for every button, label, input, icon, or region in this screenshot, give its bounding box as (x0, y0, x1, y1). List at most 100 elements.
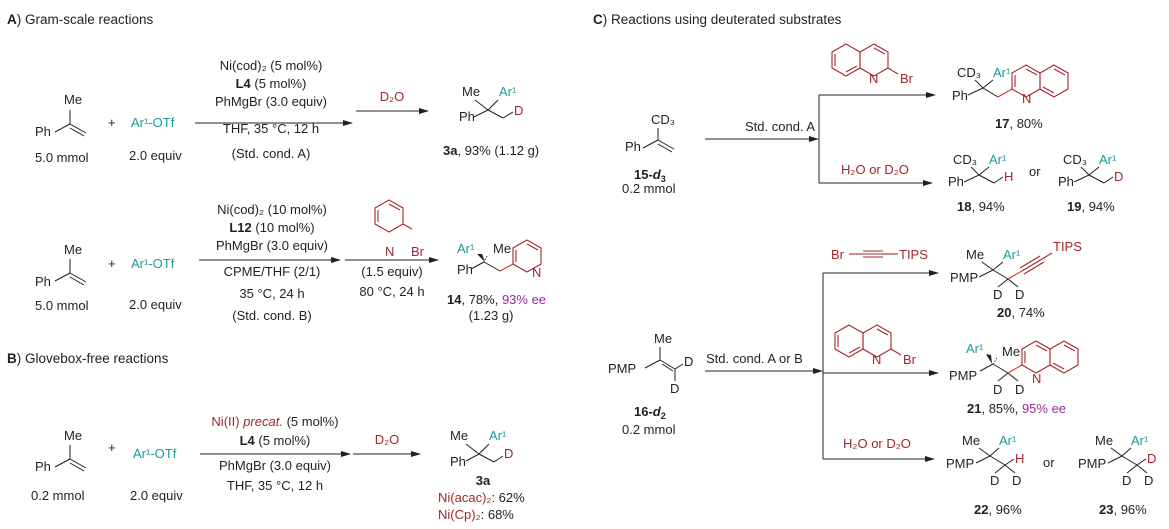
condition-catalyst: Ni(cod)₂ (5 mol%) (220, 58, 323, 73)
condition-grignard: PhMgBr (3.0 equiv) (215, 94, 327, 109)
substrate-amount: 0.2 mmol (31, 488, 85, 503)
condition-label: (Std. cond. B) (232, 308, 311, 323)
deuterium-label: D (993, 287, 1002, 302)
substituent-me: Me (462, 84, 480, 99)
panel-c-title: C) Reactions using deuterated substrates (593, 12, 842, 27)
deuterium-label: D (990, 473, 999, 488)
condition-label: Std. cond. A (745, 119, 815, 134)
substituent-ph: Ph (1058, 174, 1074, 189)
product-3a-b: Me Ar¹ Ph D 3a Ni(acac)₂: 62% Ni(Cp)₂: 6… (438, 428, 525, 522)
nitrogen-label: N (385, 244, 394, 259)
deuterium-label: D (670, 381, 679, 396)
panel-b-title: B) Glovebox-free reactions (7, 351, 169, 366)
substituent-cd3: CD₃ (953, 152, 977, 167)
product-label: 21, 85%, 95% ee (967, 401, 1066, 416)
reagent-amount: 2.0 equiv (129, 297, 182, 312)
deuterium-label: D (504, 446, 513, 461)
substituent-pmp: PMP (608, 361, 636, 376)
condition-ligand: L12 (10 mol%) (229, 220, 314, 235)
substituent-me: Me (1002, 344, 1020, 359)
nitrogen-label: N (869, 71, 878, 86)
substituent-me: Me (966, 247, 984, 262)
substituent-ar: Ar¹ (499, 84, 517, 99)
deuterium-label: D (1015, 382, 1024, 397)
condition-precatalyst: Ni(II) precat. (5 mol%) (211, 414, 338, 429)
product-label: 19, 94% (1067, 199, 1115, 214)
substrate-16-d2: Me PMP D D 16-d2 0.2 mmol (608, 331, 693, 437)
substituent-ar: Ar¹ (1131, 433, 1149, 448)
deuterium-label: D (993, 382, 1002, 397)
product-label: 18, 94% (957, 199, 1005, 214)
yield-ni-acac: Ni(acac)₂: 62% (438, 490, 525, 505)
substrate-alpha-methylstyrene-3: Me Ph 0.2 mmol (31, 428, 87, 503)
deuterium-label: D (1015, 287, 1024, 302)
substituent-ph: Ph (450, 454, 466, 469)
substituent-ar: Ar¹ (1099, 152, 1117, 167)
product-21: Ar¹ Me N PMP D D 21, 85%, 95% ee (949, 340, 1079, 416)
product-20: Me Ar¹ TIPS PMP D D 20, 74% (950, 239, 1082, 320)
substituent-ph: Ph (457, 262, 473, 277)
substituent-ph: Ph (459, 109, 475, 124)
deuterium-label: D (684, 354, 693, 369)
electrophile-2-bromoquinoline: N Br (831, 43, 914, 86)
yield-ni-cp: Ni(Cp)₂: 68% (438, 507, 514, 522)
electrophile-2-bromopyridine: N Br (374, 199, 425, 259)
condition-grignard: PhMgBr (3.0 equiv) (219, 458, 331, 473)
or-label: or (1029, 164, 1041, 179)
substituent-ar: Ar¹ (457, 241, 475, 256)
reagent-aryl-triflate: Ar¹-OTf (131, 115, 175, 130)
product-label: 23, 96% (1099, 502, 1147, 517)
substituent-me: Me (450, 428, 468, 443)
product-14: Ar¹ Me Ph N 14, 78%, 93% ee (1.23 g) (447, 239, 546, 323)
substrate-id: 15-d3 (634, 167, 666, 184)
plus-sign: + (108, 256, 116, 271)
substituent-ph: Ph (952, 88, 968, 103)
product-17: CD₃ Ar¹ Ph N 17, 80% (952, 64, 1069, 131)
substrate-id: 16-d2 (634, 404, 666, 421)
bromine-label: Br (900, 71, 914, 86)
condition-solvent: CPME/THF (2/1) (224, 264, 321, 279)
reagent-aryl-triflate: Ar¹-OTf (133, 446, 177, 461)
product-3a: Me Ar¹ Ph D 3a, 93% (1.12 g) (443, 84, 539, 158)
condition-label: Std. cond. A or B (706, 351, 803, 366)
hydrogen-label: H (1015, 451, 1024, 466)
substituent-cd3: CD₃ (1063, 152, 1087, 167)
substituent-cd3: CD₃ (651, 112, 675, 127)
substituent-pmp: PMP (949, 368, 977, 383)
substituent-ar: Ar¹ (489, 428, 507, 443)
bromine-label: Br (411, 244, 425, 259)
product-18: CD₃ Ar¹ Ph H 18, 94% (948, 152, 1013, 214)
product-label: 17, 80% (995, 116, 1043, 131)
nitrogen-label: N (1032, 371, 1041, 386)
deuterium-label: D (514, 103, 523, 118)
substituent-pmp: PMP (946, 456, 974, 471)
bromine-label: Br (903, 352, 917, 367)
conditions-glovebox-free: Ni(II) precat. (5 mol%) L4 (5 mol%) PhMg… (211, 414, 338, 493)
electrophile-2-bromoquinoline-2: N Br (834, 324, 917, 367)
quench-reagent: D₂O (375, 432, 400, 447)
substituent-ar: Ar¹ (999, 433, 1017, 448)
product-label: 3a (476, 473, 491, 488)
panel-c: C) Reactions using deuterated substrates… (593, 12, 1156, 517)
or-label: or (1043, 455, 1055, 470)
substituent-me: Me (64, 92, 82, 107)
product-label: 20, 74% (997, 305, 1045, 320)
deuterium-label: D (1144, 473, 1153, 488)
substituent-ph: Ph (948, 174, 964, 189)
product-label: 3a, 93% (1.12 g) (443, 143, 539, 158)
quench-reagent: H₂O or D₂O (841, 162, 909, 177)
product-label: 22, 96% (974, 502, 1022, 517)
product-mass: (1.23 g) (469, 308, 514, 323)
reagent-amount: 2.0 equiv (129, 148, 182, 163)
condition-solvent: THF, 35 °C, 12 h (223, 121, 319, 136)
condition-label: (Std. cond. A) (232, 146, 311, 161)
substituent-me: Me (64, 428, 82, 443)
substrate-amount: 0.2 mmol (622, 422, 676, 437)
electrophile-temp: 80 °C, 24 h (359, 284, 424, 299)
conditions-a: Ni(cod)₂ (5 mol%) L4 (5 mol%) PhMgBr (3.… (215, 58, 327, 161)
product-19: CD₃ Ar¹ Ph D 19, 94% (1058, 152, 1123, 214)
nitrogen-label: N (872, 352, 881, 367)
substituent-me: Me (654, 331, 672, 346)
quench-reagent: D₂O (380, 89, 405, 104)
